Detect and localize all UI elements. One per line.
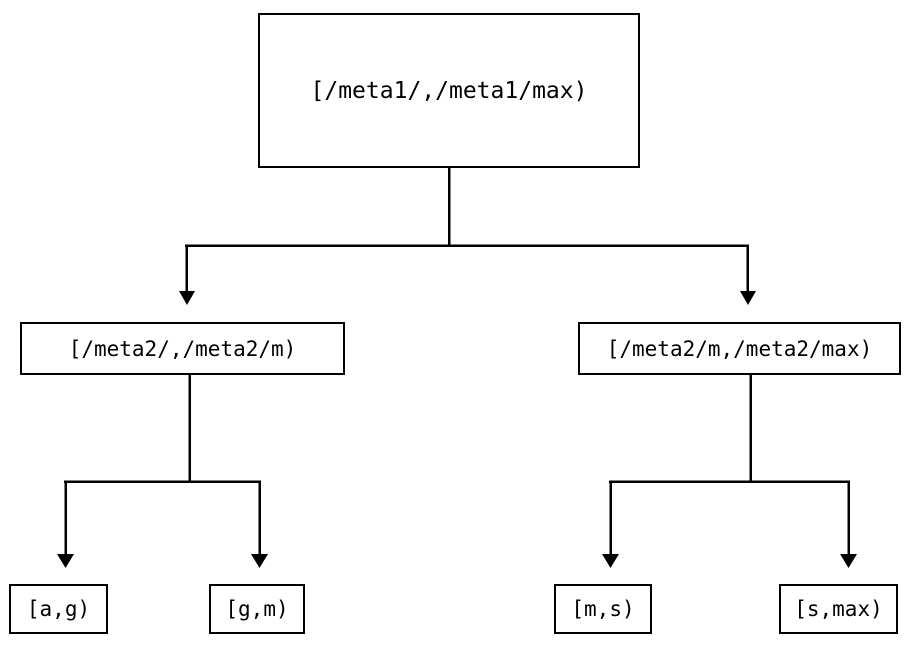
arrowhead-to-leaf-gm: [251, 554, 268, 568]
tree-node-leaf-s-max-label: [s,max): [794, 597, 883, 621]
arrowhead-to-mid-right: [740, 291, 756, 305]
arrowhead-to-leaf-smax: [840, 554, 857, 568]
tree-node-root-label: [/meta1/,/meta1/max): [310, 77, 588, 104]
tree-node-leaf-s-max[interactable]: [s,max): [779, 584, 898, 634]
tree-node-leaf-g-m-label: [g,m): [225, 597, 289, 621]
tree-node-mid-right-label: [/meta2/m,/meta2/max): [606, 336, 873, 361]
arrowhead-to-leaf-ag: [57, 554, 74, 568]
tree-node-root[interactable]: [/meta1/,/meta1/max): [258, 13, 640, 168]
arrowhead-to-leaf-ms: [602, 554, 619, 568]
tree-node-mid-left-label: [/meta2/,/meta2/m): [68, 336, 297, 361]
tree-node-leaf-g-m[interactable]: [g,m): [209, 584, 305, 634]
tree-node-leaf-m-s-label: [m,s): [571, 597, 635, 621]
tree-node-leaf-m-s[interactable]: [m,s): [554, 584, 652, 634]
tree-node-leaf-a-g[interactable]: [a,g): [9, 584, 108, 634]
tree-node-leaf-a-g-label: [a,g): [26, 597, 91, 621]
tree-node-mid-right[interactable]: [/meta2/m,/meta2/max): [578, 322, 901, 375]
arrowhead-to-mid-left: [179, 291, 195, 305]
tree-node-mid-left[interactable]: [/meta2/,/meta2/m): [20, 322, 345, 375]
